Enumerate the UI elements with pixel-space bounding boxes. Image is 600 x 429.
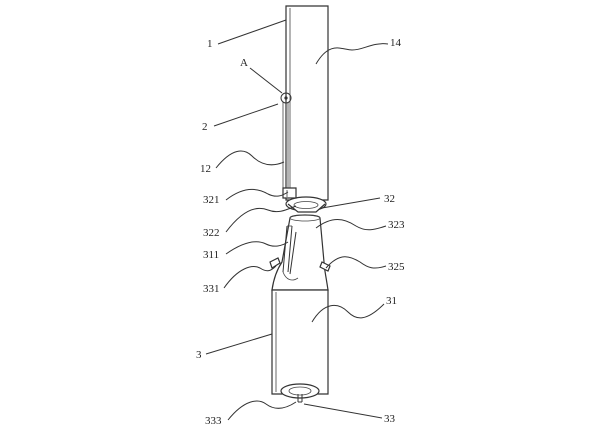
label-323: 323 bbox=[388, 219, 405, 231]
label-321: 321 bbox=[203, 194, 220, 206]
label-311: 311 bbox=[203, 249, 219, 261]
label-322: 322 bbox=[203, 227, 220, 239]
label-31: 31 bbox=[386, 295, 397, 307]
label-3: 3 bbox=[196, 349, 202, 361]
cup-body-323 bbox=[271, 214, 329, 291]
label-1: 1 bbox=[207, 38, 213, 50]
side-pins bbox=[269, 257, 331, 272]
upper-tube bbox=[282, 5, 329, 201]
inner-rods bbox=[282, 225, 299, 281]
label-12: 12 bbox=[200, 163, 211, 175]
label-333: 333 bbox=[205, 415, 222, 427]
lower-tube-31 bbox=[271, 289, 329, 403]
label-331: 331 bbox=[203, 283, 220, 295]
connector-32 bbox=[282, 187, 327, 213]
label-a: A bbox=[240, 57, 248, 69]
label-2: 2 bbox=[202, 121, 208, 133]
reference-labels: 1 14 A 2 12 321 32 322 323 311 325 331 3… bbox=[196, 37, 405, 427]
label-32: 32 bbox=[384, 193, 395, 205]
detail-point-a bbox=[280, 92, 292, 104]
label-14: 14 bbox=[390, 37, 402, 49]
label-33: 33 bbox=[384, 413, 396, 425]
leader-lines bbox=[205, 19, 389, 421]
label-325: 325 bbox=[388, 261, 405, 273]
